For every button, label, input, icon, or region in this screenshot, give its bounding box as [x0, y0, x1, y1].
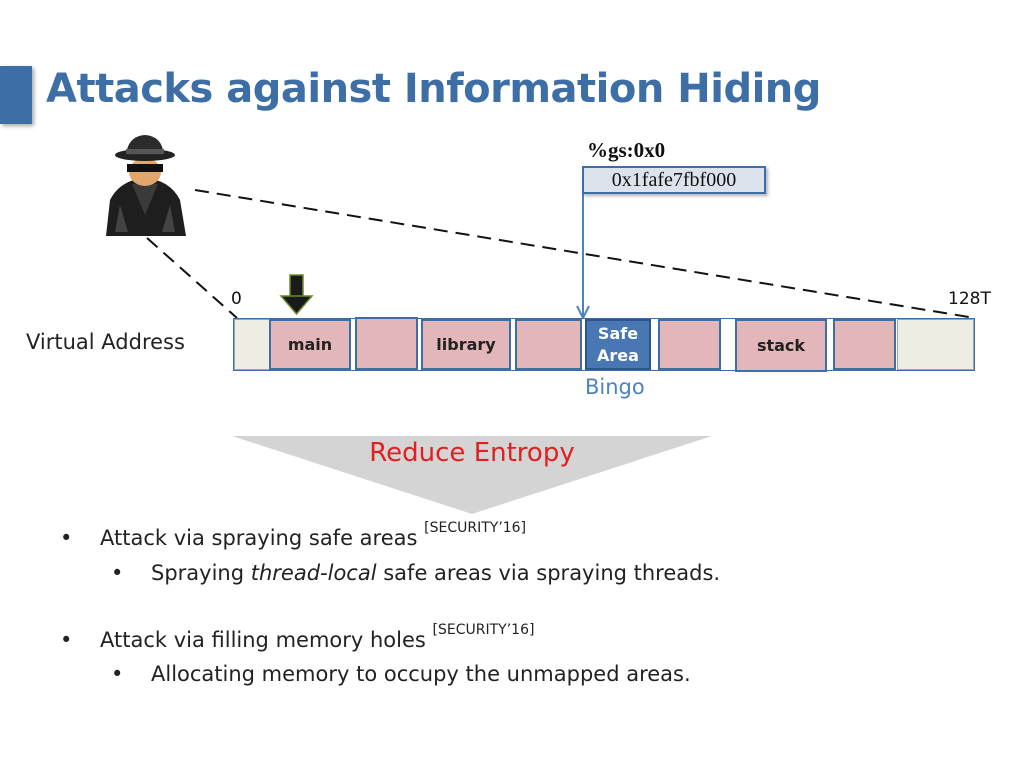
segment-region [833, 319, 896, 370]
address-end-label: 128T [948, 289, 991, 309]
reduce-entropy-label: Reduce Entropy [369, 438, 575, 468]
memory-layout-bar: main library Safe Area stack [233, 317, 975, 372]
bullet-glyph: • [60, 628, 73, 652]
bullet-item: • Attack via filling memory holes [SECUR… [60, 622, 534, 652]
sub-bullet-text-before: Spraying [151, 561, 251, 585]
segment-region [355, 317, 418, 370]
bingo-label: Bingo [585, 375, 645, 399]
segment-safe-area: Safe Area [585, 319, 651, 370]
segment-library: library [421, 319, 511, 370]
sub-bullet-item: • Spraying thread-local safe areas via s… [111, 561, 721, 585]
bullet-glyph: • [111, 561, 124, 585]
entropy-funnel [232, 436, 712, 514]
register-value: 0x1fafe7fbf000 [582, 166, 766, 194]
segment-start-unmapped [234, 319, 270, 370]
address-start-label: 0 [231, 289, 242, 309]
segment-stack: stack [735, 319, 827, 372]
sub-bullet-emphasis: thread-local [250, 561, 377, 585]
sub-bullet-item: • Allocating memory to occupy the unmapp… [111, 662, 691, 686]
dashed-line-to-start [146, 237, 238, 319]
segment-region [658, 319, 721, 370]
virtual-address-label: Virtual Address [26, 330, 185, 354]
slide-title: Attacks against Information Hiding [46, 66, 821, 112]
bullet-text: Attack via spraying safe areas [100, 526, 418, 550]
title-accent-bar [0, 66, 32, 124]
dashed-line-to-end [194, 189, 976, 319]
citation: [SECURITY’16] [424, 520, 527, 536]
citation: [SECURITY’16] [432, 622, 535, 638]
bullet-glyph: • [60, 526, 73, 550]
sub-bullet-text-after: safe areas via spraying threads. [376, 561, 721, 585]
segment-main: main [269, 319, 351, 370]
register-label: %gs:0x0 [587, 138, 666, 162]
bullet-item: • Attack via spraying safe areas [SECURI… [60, 520, 526, 550]
segment-end-unmapped [897, 319, 974, 370]
down-arrow-icon [279, 274, 314, 316]
segment-region [515, 319, 582, 370]
bullet-text: Attack via filling memory holes [100, 628, 426, 652]
sub-bullet-text-before: Allocating memory to occupy the unmapped… [151, 662, 691, 686]
bullet-glyph: • [111, 662, 124, 686]
attacker-spy-icon [106, 135, 186, 236]
